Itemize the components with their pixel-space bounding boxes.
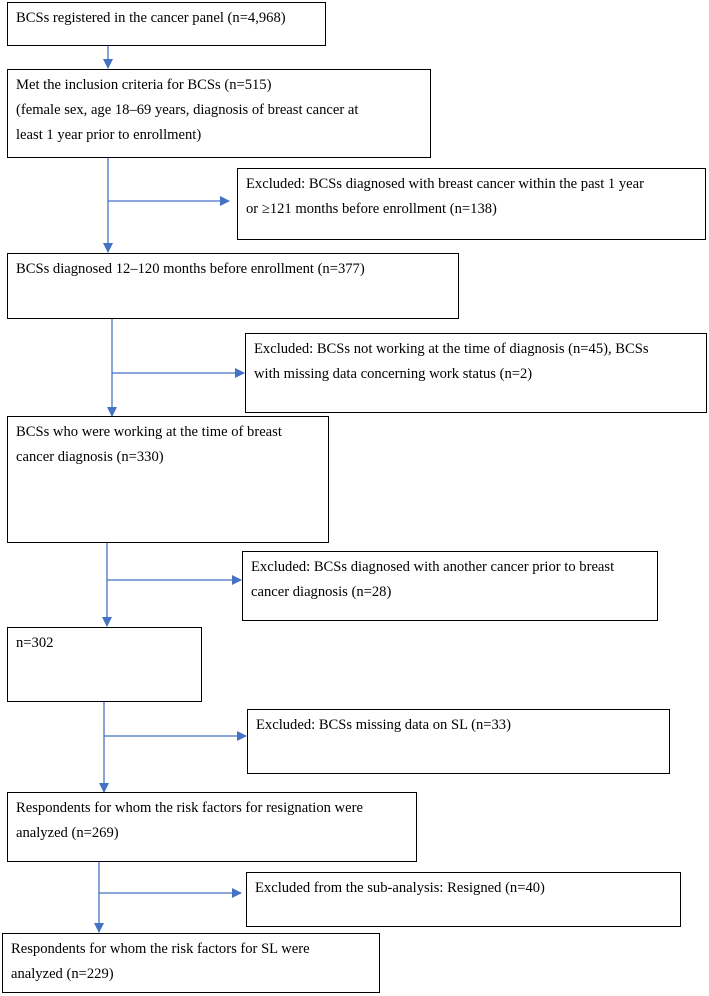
- box-resignation-analysis: Respondents for whom the risk factors fo…: [7, 792, 417, 862]
- box-exclusion-1: Excluded: BCSs diagnosed with breast can…: [237, 168, 706, 240]
- box-working-line-1: BCSs who were working at the time of bre…: [16, 424, 282, 440]
- box-sl-analysis: Respondents for whom the risk factors fo…: [2, 933, 380, 993]
- box-exclusion-3: Excluded: BCSs diagnosed with another ca…: [242, 551, 658, 621]
- box-sl-line-2: analyzed (n=229): [11, 966, 114, 982]
- box-resignation-line-1: Respondents for whom the risk factors fo…: [16, 800, 363, 816]
- exclusion-1-line-1: Excluded: BCSs diagnosed with breast can…: [246, 176, 644, 192]
- exclusion-3-line-1: Excluded: BCSs diagnosed with another ca…: [251, 559, 615, 575]
- box-registered: BCSs registered in the cancer panel (n=4…: [7, 2, 326, 46]
- exclusion-1-line-2: or ≥121 months before enrollment (n=138): [246, 201, 497, 217]
- box-inclusion-title: Met the inclusion criteria for BCSs (n=5…: [16, 77, 272, 93]
- box-diagnosed-window: BCSs diagnosed 12–120 months before enro…: [7, 253, 459, 319]
- box-diagnosed-window-text: BCSs diagnosed 12–120 months before enro…: [16, 261, 365, 277]
- box-working-at-diagnosis: BCSs who were working at the time of bre…: [7, 416, 329, 543]
- box-inclusion-detail-1: (female sex, age 18–69 years, diagnosis …: [16, 102, 359, 118]
- exclusion-3-line-2: cancer diagnosis (n=28): [251, 584, 392, 600]
- box-resignation-line-2: analyzed (n=269): [16, 825, 119, 841]
- box-inclusion-criteria: Met the inclusion criteria for BCSs (n=5…: [7, 69, 431, 158]
- exclusion-5-text: Excluded from the sub-analysis: Resigned…: [255, 880, 545, 896]
- exclusion-2-line-2: with missing data concerning work status…: [254, 366, 533, 382]
- box-exclusion-5: Excluded from the sub-analysis: Resigned…: [246, 872, 681, 927]
- exclusion-2-line-1: Excluded: BCSs not working at the time o…: [254, 341, 649, 357]
- box-n302: n=302: [7, 627, 202, 702]
- box-n302-text: n=302: [16, 635, 54, 651]
- box-exclusion-4: Excluded: BCSs missing data on SL (n=33): [247, 709, 670, 774]
- box-sl-line-1: Respondents for whom the risk factors fo…: [11, 941, 310, 957]
- exclusion-4-text: Excluded: BCSs missing data on SL (n=33): [256, 717, 511, 733]
- box-registered-text: BCSs registered in the cancer panel (n=4…: [16, 10, 286, 26]
- box-working-line-2: cancer diagnosis (n=330): [16, 449, 164, 465]
- box-inclusion-detail-2: least 1 year prior to enrollment): [16, 127, 202, 143]
- box-exclusion-2: Excluded: BCSs not working at the time o…: [245, 333, 707, 413]
